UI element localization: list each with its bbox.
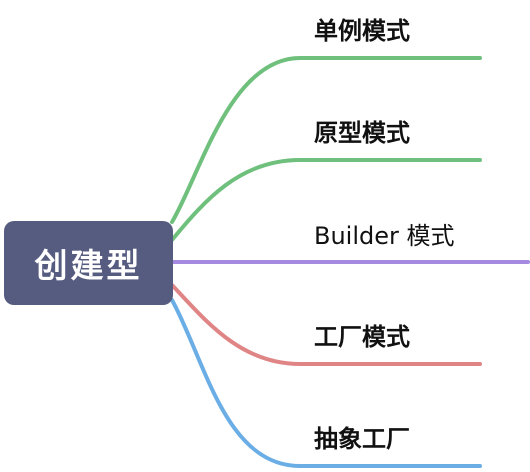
root-node[interactable]: 创建型 xyxy=(4,221,173,305)
branch-node-factory[interactable]: 工厂模式 xyxy=(314,323,410,351)
connector-branch-0 xyxy=(170,56,482,224)
branch-node-builder[interactable]: Builder 模式 xyxy=(314,222,455,250)
branch-node-prototype[interactable]: 原型模式 xyxy=(314,119,410,147)
branch-node-singleton[interactable]: 单例模式 xyxy=(314,17,410,45)
connector-branch-4 xyxy=(170,298,482,468)
root-node-label: 创建型 xyxy=(34,246,143,285)
branch-node-abstract-factory[interactable]: 抽象工厂 xyxy=(314,425,410,453)
connector-branch-1 xyxy=(170,158,482,242)
connector-branch-3 xyxy=(170,283,482,366)
